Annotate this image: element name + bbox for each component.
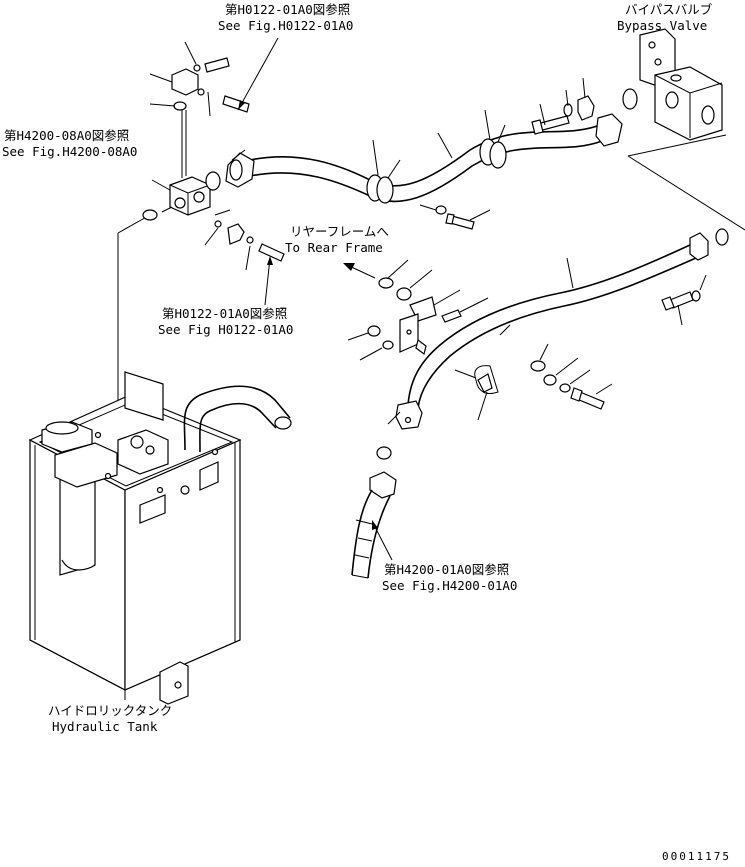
bypass-valve <box>639 28 723 141</box>
arrow-rear-frame <box>343 263 376 279</box>
o-ring-manifold <box>205 171 221 191</box>
label-see-fig-h0122-mid-jp: 第H0122-01A0図参照 <box>162 306 288 321</box>
label-hydraulic-tank-jp: ハイドロリックタンク <box>48 703 173 718</box>
leader-lines-top-hose <box>372 109 506 179</box>
o-ring-tank <box>142 209 158 221</box>
label-rear-frame-jp: リヤーフレームへ <box>290 224 389 239</box>
label-see-fig-h4200-08-jp: 第H4200-08A0図参照 <box>4 128 130 143</box>
bracket-clip <box>399 313 427 356</box>
bolt-top-right <box>531 77 595 135</box>
label-see-fig-h0122-top-en: See Fig.H0122-01A0 <box>218 18 354 33</box>
leader-lines-lower-hose <box>499 257 574 336</box>
washer-set-lower-left <box>347 325 394 361</box>
label-hydraulic-tank-en: Hydraulic Tank <box>52 719 158 734</box>
elbow-fitting <box>149 68 199 111</box>
label-bypass-valve-jp: バイパスバルブ <box>625 2 713 17</box>
leader-lines-left <box>151 149 246 216</box>
plug-bottom <box>204 220 285 271</box>
manifold-block <box>169 108 211 216</box>
plug-top <box>184 41 230 73</box>
label-see-fig-h0122-top-jp: 第H0122-01A0図参照 <box>225 2 351 17</box>
label-bypass-valve-en: Bypass Valve <box>617 18 708 33</box>
sleeve-pin <box>441 297 489 323</box>
hose-down <box>351 411 401 579</box>
ref-arrow-top <box>237 37 279 111</box>
label-see-fig-h4200-01-en: See Fig.H4200-01A0 <box>382 578 518 593</box>
label-see-fig-h4200-01-jp: 第H4200-01A0図参照 <box>384 562 510 577</box>
hose-fitting-left <box>225 152 255 188</box>
label-see-fig-h4200-08-en: See Fig.H4200-08A0 <box>2 144 138 159</box>
hose-fitting-right <box>595 113 623 147</box>
hose-clamp-top-1 <box>366 174 394 204</box>
hydraulic-tank <box>28 371 292 705</box>
o-ring-bypass <box>622 88 638 110</box>
top-hose <box>249 124 603 203</box>
washer-set-right <box>530 343 613 410</box>
washer-set-left <box>378 259 461 322</box>
u-bolt <box>454 365 499 421</box>
ref-arrow-bottom <box>372 520 393 561</box>
ref-line-bypass-lower <box>627 134 745 231</box>
label-rear-frame-en: To Rear Frame <box>285 240 383 255</box>
ref-arrow-mid <box>264 256 273 306</box>
drawing-number: 00011175 <box>662 850 731 863</box>
lower-hose <box>395 232 709 430</box>
hose-clamp-top-2 <box>479 138 507 169</box>
o-ring-lower-right <box>715 228 729 246</box>
label-see-fig-h0122-mid-en: See Fig H0122-01A0 <box>158 322 294 337</box>
bolt-lower-right <box>661 274 707 326</box>
bolt-under-hose <box>419 204 491 230</box>
